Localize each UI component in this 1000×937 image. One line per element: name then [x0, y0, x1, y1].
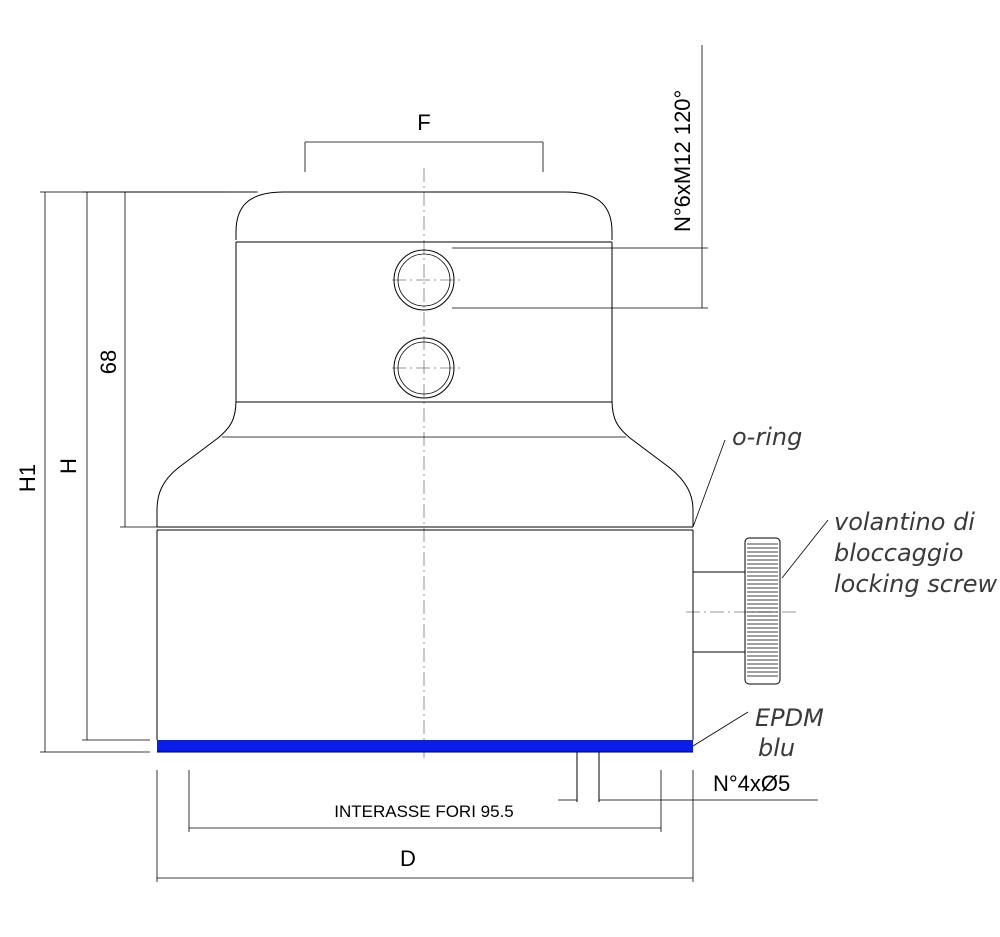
label-h: H — [56, 458, 81, 474]
dimension-threads: N°6xM12 120° — [452, 45, 708, 309]
label-oring: o-ring — [732, 423, 802, 451]
dimension-d: D — [156, 770, 694, 882]
label-h1: H1 — [15, 464, 40, 492]
label-interasse: INTERASSE FORI 95.5 — [334, 802, 514, 821]
dimension-68: 68 — [96, 191, 256, 528]
base-pin — [576, 752, 600, 802]
screw-knurling — [747, 543, 778, 677]
label-screw-2: bloccaggio — [834, 539, 964, 567]
leader-screw: volantino di bloccaggio locking screw — [781, 508, 998, 598]
dimension-interasse: INTERASSE FORI 95.5 — [188, 770, 662, 832]
hole-1-outer — [393, 249, 455, 311]
threaded-holes — [393, 249, 455, 399]
label-screw-3: locking screw — [834, 570, 998, 598]
leader-epdm: EPDM blu — [692, 704, 824, 762]
label-d: D — [400, 846, 416, 871]
epdm-gasket — [157, 740, 693, 752]
label-68: 68 — [96, 350, 121, 374]
hole-1-inner — [397, 253, 451, 307]
dimension-h1: H1 — [15, 191, 258, 753]
label-epdm-1: EPDM — [755, 704, 824, 732]
body-outline — [156, 191, 694, 740]
label-f: F — [417, 110, 430, 135]
leader-oring: o-ring — [692, 423, 802, 528]
locking-screw — [692, 537, 781, 685]
center-lines — [392, 168, 796, 758]
label-threads: N°6xM12 120° — [670, 90, 695, 232]
label-holes: N°4xØ5 — [713, 771, 790, 796]
hole-2-inner — [397, 341, 451, 395]
label-screw-1: volantino di — [834, 508, 975, 536]
head-top — [235, 191, 613, 240]
dimension-h: H — [56, 191, 230, 741]
label-epdm-2: blu — [758, 734, 795, 762]
hole-2-outer — [393, 337, 455, 399]
dimension-f: F — [304, 110, 544, 172]
holes-note: N°4xØ5 — [558, 771, 818, 801]
